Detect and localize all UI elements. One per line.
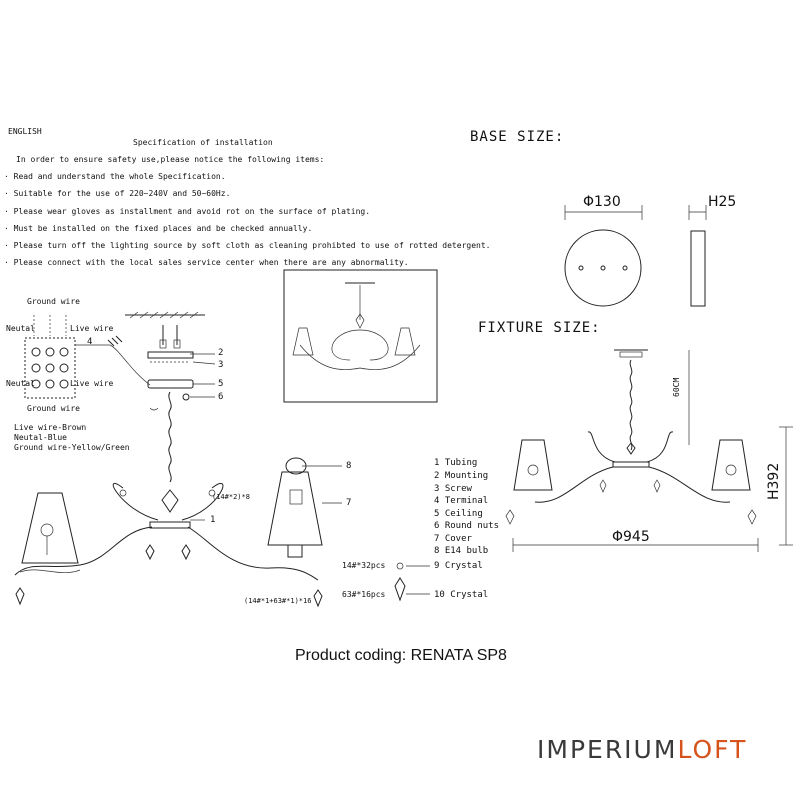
parts-item: 2 Mounting: [434, 471, 489, 481]
assembled-preview: [283, 269, 438, 403]
language-label: ENGLISH: [8, 127, 42, 136]
callout-7: 7: [346, 498, 352, 508]
base-size-drawing: [564, 205, 707, 307]
bullet-item: · Please wear gloves as installment and …: [4, 207, 371, 216]
callout-3: 3: [218, 360, 224, 370]
callout-4: 4: [87, 337, 93, 347]
neutral-label-bottom: Neutal: [6, 379, 35, 388]
wiring-diagram: [24, 315, 151, 399]
parts-item: 5 Ceiling: [434, 509, 483, 519]
parts-item: 1 Tubing: [434, 458, 478, 468]
parts-item: 3 Screw: [434, 484, 472, 494]
fixture-size-drawing: [505, 349, 793, 552]
base-size-title: BASE SIZE:: [470, 129, 565, 145]
bullet-item: · Read and understand the whole Specific…: [4, 172, 226, 181]
intro-text: In order to ensure safety use,please not…: [16, 155, 325, 164]
callout-1: 1: [210, 515, 216, 525]
crystal-label-9: 9 Crystal: [434, 561, 483, 571]
live-wire-label-bottom: Live wire: [70, 379, 114, 388]
callout-2: 2: [218, 348, 224, 358]
parts-item: 8 E14 bulb: [434, 546, 489, 556]
base-height-label: H25: [708, 194, 737, 210]
product-coding: Product coding: RENATA SP8: [295, 647, 507, 664]
neutral-label-top: Neutal: [6, 324, 35, 333]
bullet-item: · Please connect with the local sales se…: [4, 258, 409, 267]
base-diameter-label: Φ130: [583, 194, 621, 210]
callout-5: 5: [218, 379, 224, 389]
ground-wire-label-top: Ground wire: [27, 297, 80, 306]
wire-color-live: Live wire-Brown: [14, 423, 87, 432]
brand-logo: IMPERIUMLOFT: [537, 735, 748, 764]
parts-item: 4 Terminal: [434, 496, 489, 506]
callout-6: 6: [218, 392, 224, 402]
bullet-item: · Please turn off the lighting source by…: [4, 241, 491, 250]
crystal-chain-spec: (14#*1+63#*1)*16: [244, 597, 312, 605]
crystal-small-spec: (14#*2)*8: [212, 493, 250, 501]
fixture-width-label: Φ945: [612, 529, 650, 545]
crystal-qty-9: 14#*32pcs: [342, 561, 386, 570]
fixture-size-title: FIXTURE SIZE:: [478, 320, 601, 336]
wire-color-ground: Ground wire-Yellow/Green: [14, 443, 130, 452]
parts-item: 6 Round nuts: [434, 521, 500, 531]
bullet-item: · Must be installed on the fixed places …: [4, 224, 313, 233]
crystal-qty-10: 63#*16pcs: [342, 590, 386, 599]
crystal-label-10: 10 Crystal: [434, 590, 489, 600]
bullet-item: · Suitable for the use of 220~240V and 5…: [4, 189, 231, 198]
exploded-fixture: [14, 311, 342, 608]
chain-length-label: 60CM: [672, 377, 681, 397]
live-wire-label-top: Live wire: [70, 324, 114, 333]
fixture-height-label: H392: [766, 462, 782, 500]
callout-8: 8: [346, 461, 352, 471]
crystal-legend: [394, 562, 430, 602]
spec-title: Specification of installation: [133, 138, 273, 147]
wire-color-neutral: Neutal-Blue: [14, 433, 67, 442]
parts-item: 7 Cover: [434, 534, 472, 544]
ground-wire-label-bottom: Ground wire: [27, 404, 80, 413]
